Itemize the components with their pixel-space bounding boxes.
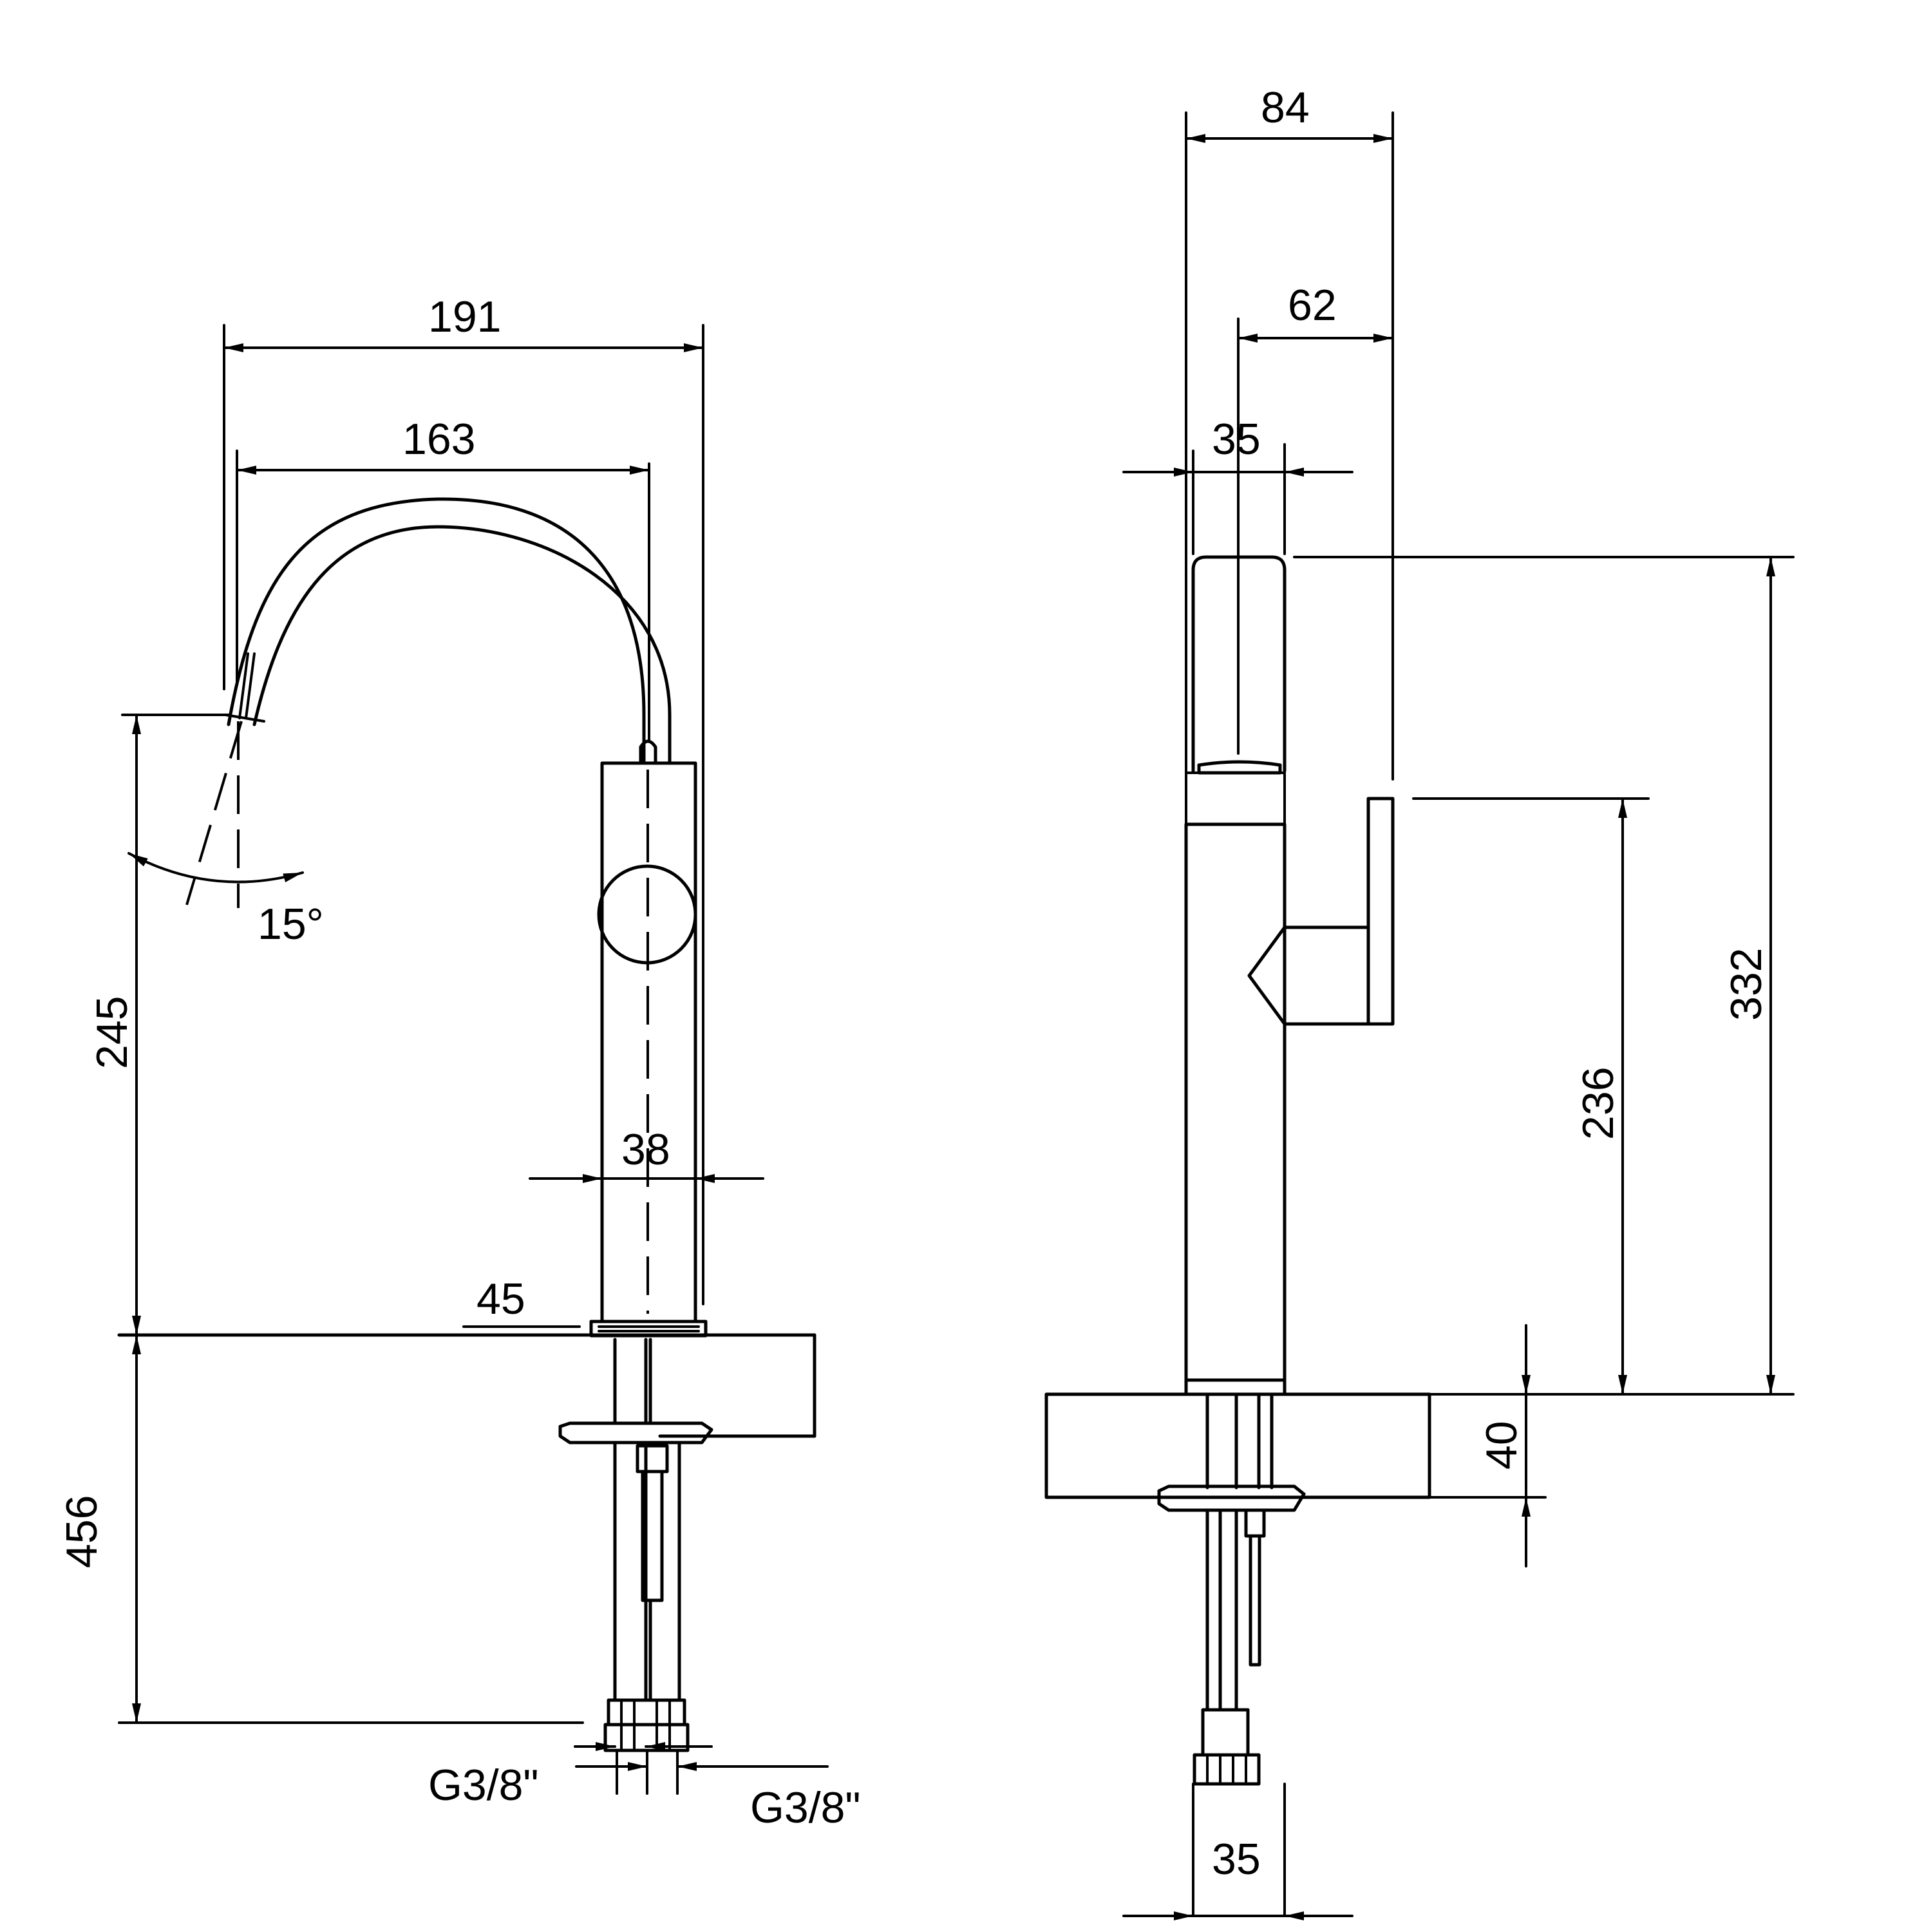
dim-332-label: 332 xyxy=(1722,948,1771,1021)
dim-38-label: 38 xyxy=(621,1125,670,1174)
dimension-35-bottom: 35 xyxy=(1122,1835,1353,1920)
spray-angle-indicator: 15° xyxy=(127,721,324,949)
dim-84-label: 84 xyxy=(1261,83,1310,132)
connection-left-label: G3/8" xyxy=(428,1761,539,1810)
side-view: 84 62 35 332 236 40 xyxy=(1044,83,1795,1920)
dim-35-bottom-label: 35 xyxy=(1212,1835,1261,1884)
dim-236-label: 236 xyxy=(1574,1067,1623,1140)
dimension-84: 84 xyxy=(1185,83,1394,143)
dim-40-label: 40 xyxy=(1477,1421,1526,1470)
lever-handle xyxy=(1247,797,1395,1026)
dimension-40: 40 xyxy=(1428,1324,1547,1567)
spout xyxy=(224,497,672,765)
hoses-side xyxy=(1192,1392,1286,1917)
dim-163-label: 163 xyxy=(402,415,475,464)
dimension-332: 332 xyxy=(1293,556,1795,1396)
dimension-g38-left: G3/8" xyxy=(428,1742,713,1810)
dimension-45: 45 xyxy=(462,1274,581,1328)
dimension-38: 38 xyxy=(529,1125,764,1183)
front-view: 15° xyxy=(57,292,861,1832)
dimension-35-top: 35 xyxy=(1122,415,1353,477)
hoses-front xyxy=(603,1338,690,1795)
spray-angle-label: 15° xyxy=(258,900,324,949)
dim-191-label: 191 xyxy=(428,292,501,341)
dim-35-top-label: 35 xyxy=(1212,415,1261,464)
mixer-body-front xyxy=(223,324,704,1323)
dim-62-label: 62 xyxy=(1288,281,1337,330)
connection-right-label: G3/8" xyxy=(750,1783,861,1832)
dim-456-label: 456 xyxy=(57,1495,106,1568)
dimension-g38-right: G3/8" xyxy=(575,1762,861,1832)
dimension-245: 245 xyxy=(88,714,230,1336)
dimension-62: 62 xyxy=(1237,281,1394,343)
deck-front xyxy=(117,1320,816,1444)
mixer-body-side xyxy=(1184,111,1394,1383)
dimension-191: 191 xyxy=(223,292,704,352)
dim-245-label: 245 xyxy=(88,996,137,1069)
dim-45-label: 45 xyxy=(476,1274,525,1323)
dimension-456: 456 xyxy=(57,1334,584,1724)
dimension-163: 163 xyxy=(236,415,650,475)
dimension-236: 236 xyxy=(1412,797,1650,1396)
